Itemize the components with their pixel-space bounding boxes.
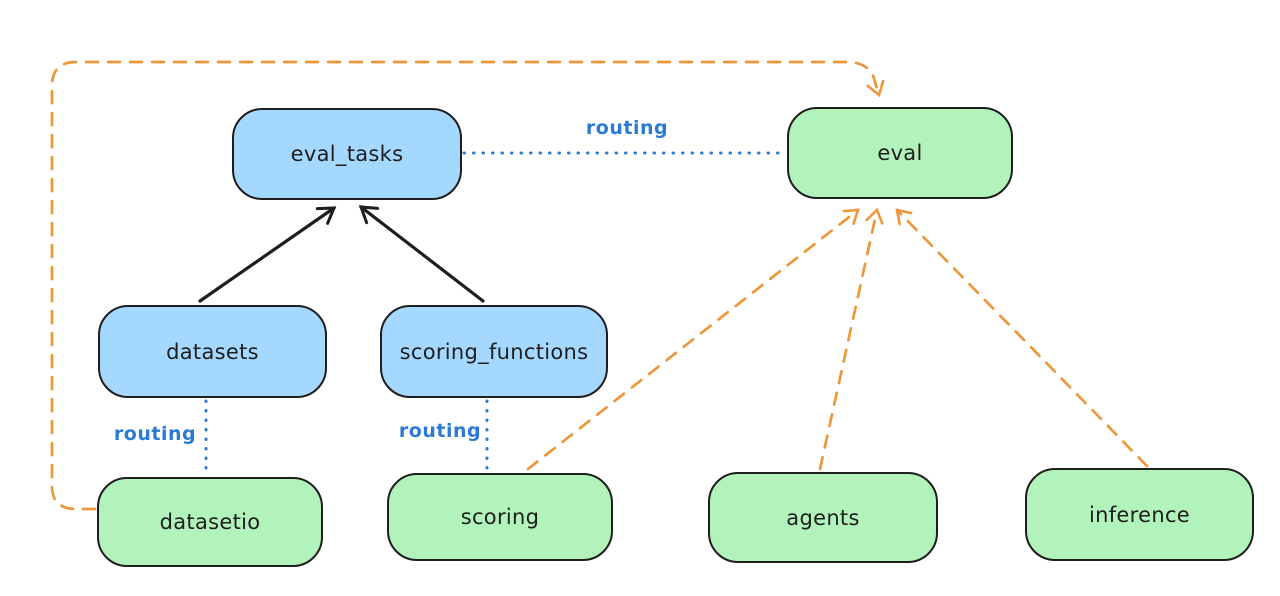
node-scoring-functions: scoring_functions xyxy=(380,305,608,398)
node-eval: eval xyxy=(787,107,1013,199)
routing-label-left: routing xyxy=(113,423,197,445)
edge-scoring-functions-to-eval-tasks xyxy=(358,205,485,303)
node-scoring-functions-label: scoring_functions xyxy=(399,339,589,364)
node-datasetio-label: datasetio xyxy=(159,510,261,534)
node-agents-label: agents xyxy=(786,505,860,530)
edge-datasetio-to-eval-loop xyxy=(50,60,885,511)
node-inference-label: inference xyxy=(1088,502,1191,527)
node-eval-label: eval xyxy=(877,141,923,165)
edge-scoring-to-eval xyxy=(526,208,860,471)
edge-datasets-to-eval-tasks xyxy=(198,206,337,303)
node-agents: agents xyxy=(708,472,938,563)
node-eval-tasks: eval_tasks xyxy=(232,108,462,200)
node-datasets-label: datasets xyxy=(166,339,259,364)
node-scoring-label: scoring xyxy=(460,505,540,529)
edge-inference-to-eval xyxy=(895,208,1149,468)
routing-label-middle: routing xyxy=(398,420,482,442)
node-inference: inference xyxy=(1025,468,1254,561)
edge-agents-to-eval xyxy=(818,207,884,471)
node-datasets: datasets xyxy=(98,305,327,398)
node-datasetio: datasetio xyxy=(97,477,323,567)
node-eval-tasks-label: eval_tasks xyxy=(290,142,404,166)
routing-label-top: routing xyxy=(585,117,669,139)
node-scoring: scoring xyxy=(387,473,613,561)
